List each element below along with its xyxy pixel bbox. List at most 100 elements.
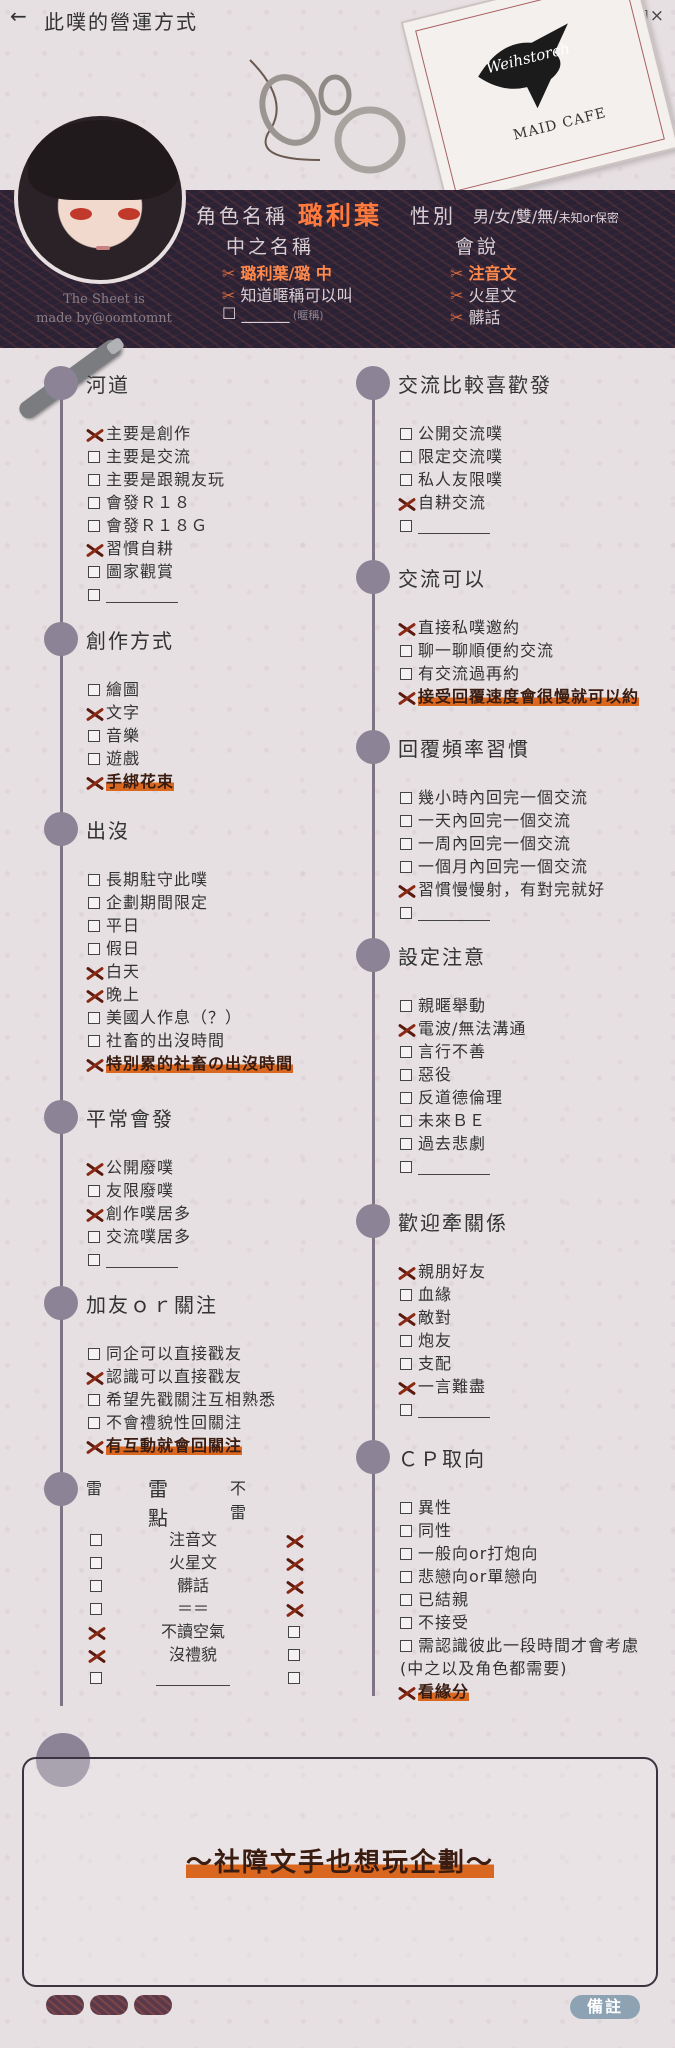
checkbox-icon[interactable] <box>400 520 412 532</box>
option-item[interactable]: 繪圖 <box>88 678 174 701</box>
option-item[interactable]: 惡役 <box>400 1063 526 1086</box>
back-arrow-icon[interactable]: ← <box>10 4 27 28</box>
option-item[interactable]: 幾小時內回完一個交流 <box>400 786 605 809</box>
checkbox-icon[interactable] <box>400 1000 412 1012</box>
blank-line[interactable] <box>418 907 490 921</box>
option-item[interactable]: 一言難盡 <box>400 1375 490 1398</box>
checkbox-icon[interactable] <box>88 1231 100 1243</box>
checkbox-icon[interactable] <box>400 1404 412 1416</box>
option-item[interactable]: 社畜的出沒時間 <box>88 1029 293 1052</box>
option-item[interactable]: 習慣慢慢射，有對完就好 <box>400 878 605 901</box>
checkbox-icon[interactable] <box>88 1035 100 1047</box>
checkbox-icon[interactable] <box>400 907 412 919</box>
checkbox-icon[interactable] <box>88 1348 100 1360</box>
option-item[interactable]: 已結親 <box>400 1588 639 1611</box>
checked-mark-icon[interactable] <box>90 1626 102 1638</box>
checked-mark-icon[interactable] <box>88 1440 100 1452</box>
option-item[interactable]: 一周內回完一個交流 <box>400 832 605 855</box>
option-item[interactable]: 直接私噗邀約 <box>400 616 639 639</box>
option-item[interactable]: 主要是跟親友玩 <box>88 468 225 491</box>
checkbox-icon[interactable] <box>400 1358 412 1370</box>
checkbox-icon[interactable] <box>88 474 100 486</box>
swatch[interactable] <box>134 1995 172 2015</box>
checked-mark-icon[interactable]: ✂ <box>450 308 469 327</box>
checked-mark-icon[interactable]: ✂ <box>222 264 241 283</box>
blank-line[interactable] <box>418 1161 490 1175</box>
checkbox-icon[interactable] <box>400 474 412 486</box>
option-item[interactable]: 遊戲 <box>88 747 174 770</box>
checked-mark-icon[interactable]: ✂ <box>450 264 469 283</box>
checkbox-icon[interactable] <box>88 943 100 955</box>
option-item[interactable]: 白天 <box>88 960 293 983</box>
option-item[interactable]: 企劃期間限定 <box>88 891 293 914</box>
option-item[interactable]: 一天內回完一個交流 <box>400 809 605 832</box>
checkbox-icon[interactable] <box>400 1069 412 1081</box>
option-item[interactable]: 一般向or打炮向 <box>400 1542 639 1565</box>
checkbox-icon[interactable] <box>88 520 100 532</box>
option-item[interactable]: 同性 <box>400 1519 639 1542</box>
checkbox-icon[interactable] <box>400 1617 412 1629</box>
option-item[interactable]: 反道德倫理 <box>400 1086 526 1109</box>
header-list-item[interactable]: ✂ 璐利葉/璐 中 <box>222 260 353 283</box>
option-item[interactable]: 假日 <box>88 937 293 960</box>
checkbox-icon[interactable] <box>400 792 412 804</box>
checked-mark-icon[interactable] <box>88 1208 100 1220</box>
checked-mark-icon[interactable] <box>400 1381 412 1393</box>
option-item[interactable]: 敵對 <box>400 1306 490 1329</box>
checked-mark-icon[interactable] <box>88 1162 100 1174</box>
checkbox-icon[interactable] <box>400 428 412 440</box>
option-item[interactable]: 親朋好友 <box>400 1260 490 1283</box>
checked-mark-icon[interactable] <box>400 1686 412 1698</box>
checkbox-icon[interactable] <box>88 874 100 886</box>
checked-mark-icon[interactable] <box>88 1371 100 1383</box>
checkbox-icon[interactable] <box>400 1138 412 1150</box>
option-item[interactable]: 接受回覆速度會很慢就可以約 <box>400 685 640 708</box>
blank-line[interactable] <box>106 1254 178 1268</box>
option-item[interactable]: 主要是交流 <box>88 445 225 468</box>
option-item[interactable]: 自耕交流 <box>400 491 503 514</box>
checkbox-icon[interactable] <box>90 1534 102 1546</box>
option-item[interactable]: 過去悲劇 <box>400 1132 526 1155</box>
option-item[interactable]: 炮友 <box>400 1329 490 1352</box>
option-item[interactable]: 主要是創作 <box>88 422 225 445</box>
option-item[interactable]: 圖家觀賞 <box>88 560 225 583</box>
checkbox-icon[interactable] <box>400 815 412 827</box>
blank-line[interactable] <box>418 520 490 534</box>
checked-mark-icon[interactable] <box>88 543 100 555</box>
checkbox-icon[interactable] <box>400 451 412 463</box>
option-item[interactable]: 特別累的社畜の出沒時間 <box>88 1052 294 1075</box>
checked-mark-icon[interactable] <box>288 1534 300 1546</box>
option-item[interactable]: 未來ＢＥ <box>400 1109 526 1132</box>
checked-mark-icon[interactable] <box>400 497 412 509</box>
option-item[interactable]: 晚上 <box>88 983 293 1006</box>
checkbox-icon[interactable] <box>400 1289 412 1301</box>
option-item[interactable]: 私人友限噗 <box>400 468 503 491</box>
checkbox-icon[interactable] <box>90 1580 102 1592</box>
checkbox-icon[interactable] <box>88 1394 100 1406</box>
checkbox-icon[interactable] <box>88 1185 100 1197</box>
option-item[interactable]: 電波/無法溝通 <box>400 1017 526 1040</box>
checkbox-icon[interactable] <box>90 1557 102 1569</box>
option-item[interactable]: 異性 <box>400 1496 639 1519</box>
swatch[interactable] <box>90 1995 128 2015</box>
option-item[interactable] <box>400 514 503 537</box>
option-item[interactable] <box>400 901 605 924</box>
checkbox-icon[interactable] <box>288 1649 300 1661</box>
swatch[interactable] <box>46 1995 84 2015</box>
option-item[interactable]: 會發Ｒ１８ <box>88 491 225 514</box>
option-item[interactable] <box>400 1398 490 1421</box>
checkbox-icon[interactable] <box>88 1417 100 1429</box>
checkbox-icon[interactable] <box>400 1115 412 1127</box>
option-item[interactable]: 言行不善 <box>400 1040 526 1063</box>
option-item[interactable] <box>400 1155 526 1178</box>
checkbox-icon[interactable] <box>400 1161 412 1173</box>
checkbox-icon[interactable] <box>88 730 100 742</box>
header-list-item[interactable]: ✂ 注音文 <box>450 260 517 283</box>
option-item[interactable]: (中之以及角色都需要) <box>400 1657 639 1680</box>
option-item[interactable]: 會發Ｒ１８Ｇ <box>88 514 225 537</box>
checkbox-icon[interactable] <box>288 1626 300 1638</box>
option-item[interactable]: 公開廢噗 <box>88 1156 191 1179</box>
option-item[interactable]: 不接受 <box>400 1611 639 1634</box>
blank-line[interactable] <box>156 1672 230 1686</box>
checked-mark-icon[interactable] <box>400 1312 412 1324</box>
